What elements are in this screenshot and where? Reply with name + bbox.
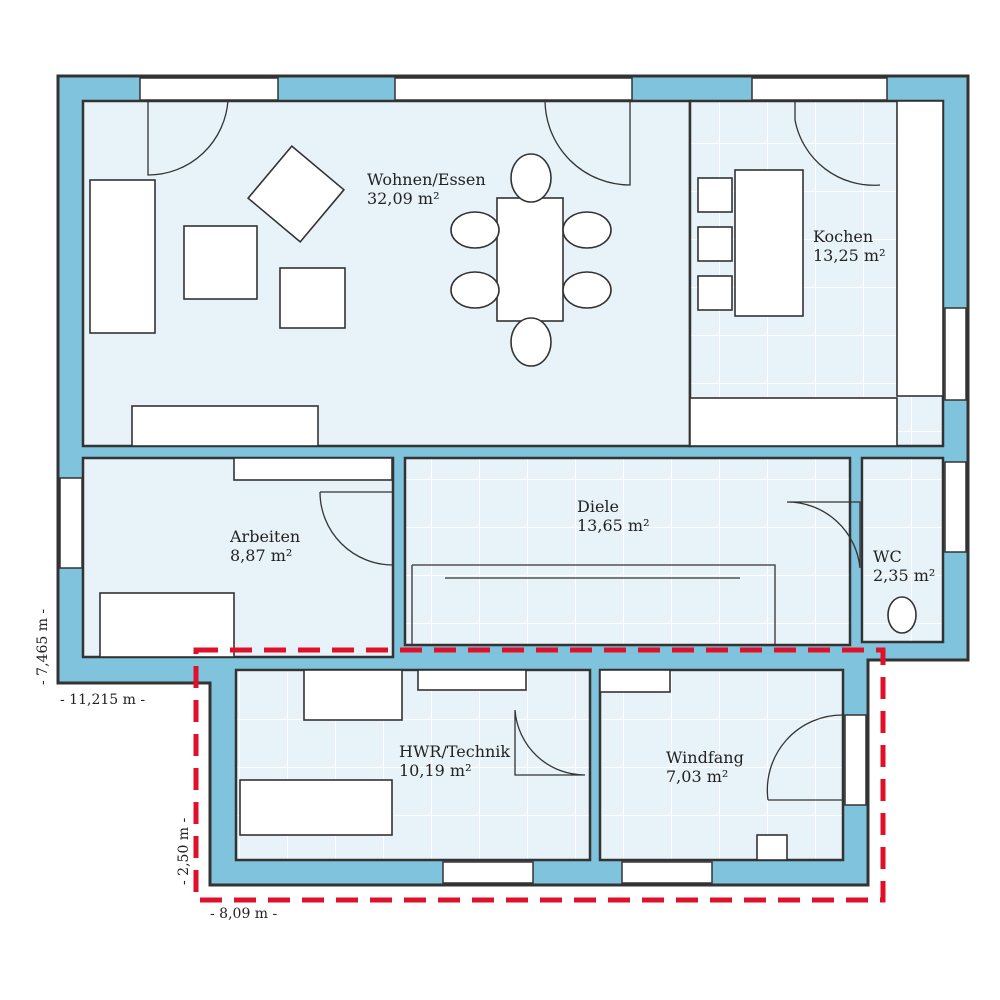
label-kochen: Kochen <box>813 227 873 246</box>
room-windfang <box>598 668 845 862</box>
label-hwr: HWR/Technik <box>399 742 510 761</box>
dim-ext-depth: - 2,50 m - <box>176 817 192 885</box>
dim-main-width: - 11,215 m - <box>60 692 145 708</box>
label-wc: WC <box>873 547 902 566</box>
windows <box>59 77 967 884</box>
label-wohnen: Wohnen/Essen <box>367 170 486 189</box>
dim-main-depth: - 7,465 m - <box>35 609 51 685</box>
extension-highlight <box>193 647 886 903</box>
room-diele <box>403 456 852 647</box>
area-hwr: 10,19 m² <box>399 761 471 780</box>
label-diele: Diele <box>577 497 619 516</box>
area-wc: 2,35 m² <box>873 566 935 585</box>
area-windfang: 7,03 m² <box>666 767 728 786</box>
door-swings <box>147 99 881 801</box>
area-diele: 13,65 m² <box>577 516 649 535</box>
area-wohnen: 32,09 m² <box>367 189 439 208</box>
furniture <box>89 100 944 861</box>
label-windfang: Windfang <box>666 748 744 767</box>
area-arbeiten: 8,87 m² <box>230 546 292 565</box>
area-kochen: 13,25 m² <box>813 246 885 265</box>
label-arbeiten: Arbeiten <box>229 527 300 546</box>
dim-ext-width: - 8,09 m - <box>210 906 278 922</box>
